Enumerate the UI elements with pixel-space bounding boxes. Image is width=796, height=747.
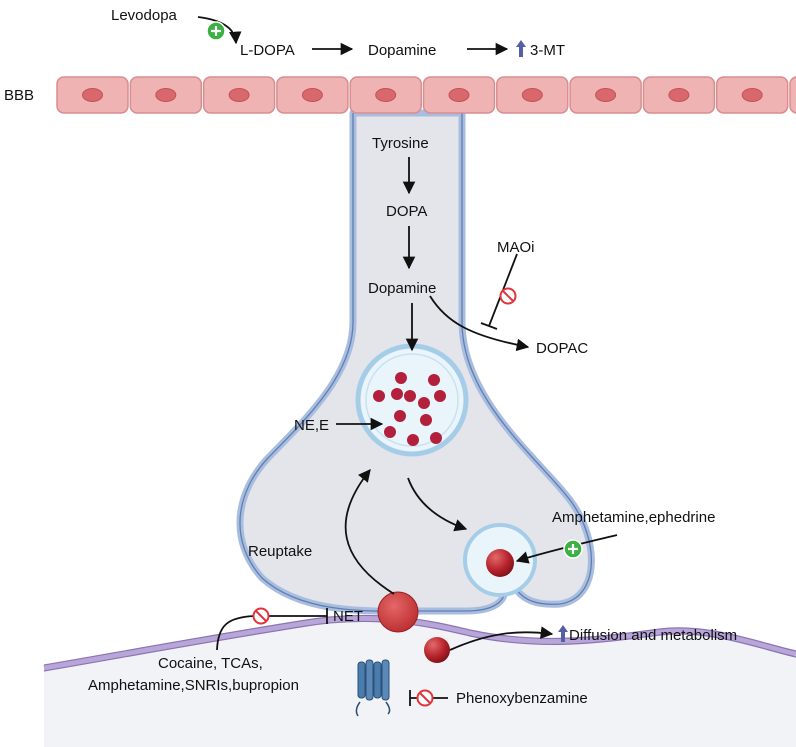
- vesicle-dot: [404, 390, 416, 402]
- release-vesicle: [463, 523, 537, 597]
- drugs-line1-label: Cocaine, TCAs,: [158, 655, 263, 672]
- bbb-cell-nucleus: [521, 88, 543, 102]
- bbb-cell-nucleus: [375, 88, 397, 102]
- prohibited-icon: [416, 689, 434, 707]
- vesicle-dot: [373, 390, 385, 402]
- vesicle-dot: [395, 372, 407, 384]
- vesicle-dot: [418, 397, 430, 409]
- bbb-cell-nucleus: [741, 88, 763, 102]
- prohibited-icon: [252, 607, 270, 625]
- vesicle-dot: [430, 432, 442, 444]
- blood-brain-barrier: [56, 76, 796, 114]
- receptor-icon: [355, 659, 391, 717]
- plus-circle-icon: [206, 21, 226, 41]
- ne-e-label: NE,E: [294, 417, 329, 434]
- postsynaptic-membrane: [43, 614, 796, 747]
- bbb-cell-nucleus: [668, 88, 690, 102]
- tyrosine-label: Tyrosine: [372, 135, 429, 152]
- bbb-cell: [789, 76, 796, 114]
- bbb-cell-nucleus: [595, 88, 617, 102]
- levodopa-label: Levodopa: [111, 7, 178, 24]
- reuptake-label: Reuptake: [248, 543, 312, 560]
- up-arrow-icon: [516, 40, 526, 57]
- bbb-cell-nucleus: [228, 88, 250, 102]
- vesicle-dot: [420, 414, 432, 426]
- three-mt-label: 3-MT: [530, 42, 565, 59]
- pathway-arrows: [197, 16, 618, 651]
- bbb-label: BBB: [4, 87, 34, 104]
- dopamine-mid-label: Dopamine: [368, 280, 436, 297]
- amphetamine-ephedrine-label: Amphetamine,ephedrine: [552, 509, 715, 526]
- bbb-cell-nucleus: [301, 88, 323, 102]
- prohibited-icon: [499, 287, 517, 305]
- dopa-label: DOPA: [386, 203, 427, 220]
- cleft-molecule: [424, 637, 450, 663]
- vesicle-dot: [428, 374, 440, 386]
- neurotransmitter-dots: [373, 372, 446, 446]
- drugs-line2-label: Amphetamine,SNRIs,bupropion: [88, 677, 299, 694]
- released-molecule: [486, 549, 514, 577]
- net-label: NET: [333, 608, 363, 625]
- synaptic-vesicle: [355, 343, 469, 457]
- dopac-label: DOPAC: [536, 340, 588, 357]
- plus-circle-icon: [563, 539, 583, 559]
- l-dopa-label: L-DOPA: [240, 42, 295, 59]
- net-transporter: [377, 591, 419, 633]
- vesicle-dot: [391, 388, 403, 400]
- phenoxybenzamine-label: Phenoxybenzamine: [456, 690, 588, 707]
- bbb-cell-nucleus: [155, 88, 177, 102]
- bbb-cell-nucleus: [82, 88, 103, 102]
- vesicle-dot: [434, 390, 446, 402]
- maoi-label: MAOi: [497, 239, 535, 256]
- vesicle-dot: [394, 410, 406, 422]
- diffusion-label: Diffusion and metabolism: [569, 627, 737, 644]
- vesicle-dot: [407, 434, 419, 446]
- up-arrow-icon: [558, 625, 568, 642]
- bbb-cell-nucleus: [448, 88, 470, 102]
- dopamine-top-label: Dopamine: [368, 42, 436, 59]
- vesicle-dot: [384, 426, 396, 438]
